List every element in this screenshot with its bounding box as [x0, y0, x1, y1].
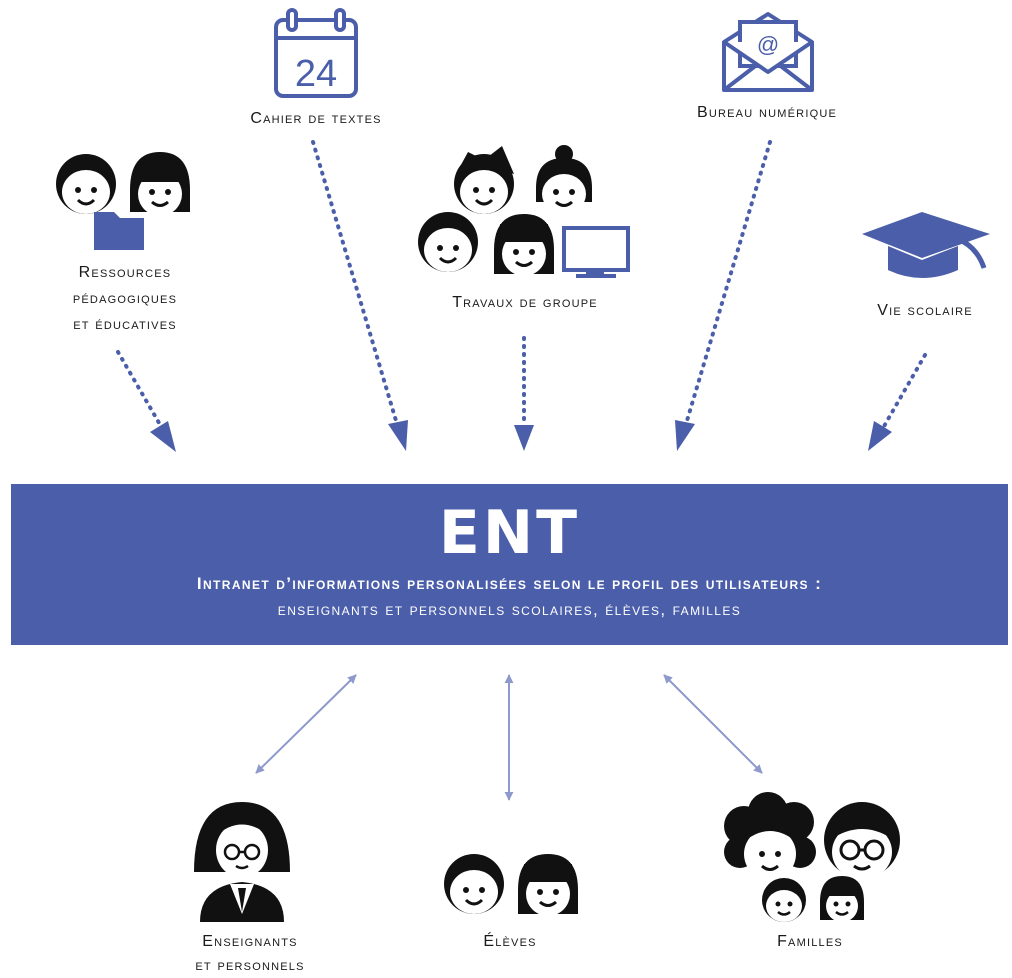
arrow-bureau [684, 140, 772, 426]
arrowhead-cahier [388, 420, 408, 451]
banner-subtitle: Intranet d’informations personalisées se… [196, 574, 823, 593]
label-enseignants: Enseignants et personnels [150, 930, 350, 978]
family-icon [724, 792, 900, 922]
arrowhead-travaux [514, 425, 534, 451]
label-familles: Familles [740, 930, 880, 954]
link-familles [663, 674, 763, 774]
banner-users: enseignants et personnels scolaires, élè… [277, 600, 742, 619]
label-line: Travaux de groupe [452, 294, 598, 311]
arrowhead-ressources [150, 421, 176, 452]
arrow-cahier [311, 140, 399, 426]
arrow-ressources [116, 350, 164, 430]
group-computer-icon [418, 145, 630, 278]
calendar-day: 24 [295, 53, 337, 95]
label-line: Bureau numérique [696, 104, 838, 121]
label-line: Familles [777, 933, 843, 950]
label-ressources: Ressources pédagogiques et éducatives [40, 260, 210, 338]
label-bureau-numerique: Bureau numérique [662, 100, 872, 126]
label-line: Vie scolaire [877, 302, 973, 319]
arrow-vie [881, 353, 927, 430]
label-line: Cahier de textes [250, 110, 382, 127]
label-line: et personnels [195, 957, 305, 974]
label-vie-scolaire: Vie scolaire [840, 298, 1010, 324]
label-line: Ressources [78, 264, 172, 281]
teacher-icon [194, 802, 290, 922]
envelope-at-symbol: @ [757, 32, 779, 57]
label-line: pédagogiques [72, 290, 178, 307]
ent-banner: ENT Intranet d’informations personalisée… [11, 484, 1008, 645]
graduation-cap-icon [862, 212, 990, 278]
calendar-icon: 24 [274, 8, 358, 98]
label-cahier-de-textes: Cahier de textes [211, 106, 421, 132]
arrowhead-bureau [675, 420, 695, 451]
banner-title: ENT [438, 498, 581, 568]
label-line: Enseignants [202, 933, 298, 950]
link-enseignants [255, 674, 357, 774]
label-line: Élèves [483, 933, 537, 950]
students-folder-icon [56, 152, 190, 250]
email-envelope-icon: @ [722, 12, 814, 92]
label-eleves: Élèves [440, 930, 580, 954]
label-line: et éducatives [73, 316, 177, 333]
students-icon [444, 854, 578, 916]
arrowhead-vie [868, 421, 892, 451]
label-travaux-de-groupe: Travaux de groupe [410, 290, 640, 316]
